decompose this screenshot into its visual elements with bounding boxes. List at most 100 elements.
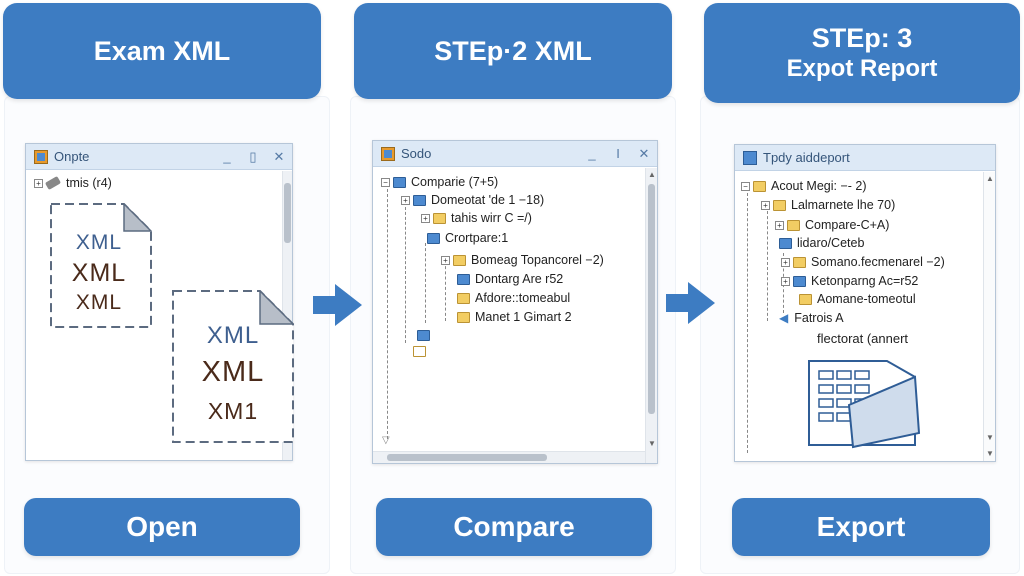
tree-item-label: tahis wirr C =/): [451, 211, 532, 225]
tree-connector: [387, 189, 388, 439]
folder-icon: [393, 176, 406, 188]
tree-item[interactable]: Crortpare:1: [427, 230, 508, 246]
tree-item[interactable]: Afdore::tomeabul: [457, 290, 570, 306]
folder-icon: [433, 212, 446, 224]
tree-item[interactable]: + Lalmarnete lhe 70): [761, 197, 895, 213]
arrow-left-icon: ◀: [779, 311, 789, 325]
expand-icon[interactable]: +: [761, 200, 770, 210]
scroll-up-icon[interactable]: ▲: [648, 170, 656, 179]
export-window-title: Tpdy aiddeport: [763, 150, 850, 165]
app-icon: [34, 149, 48, 164]
tree-item-label: lidaro/Ceteb: [797, 236, 865, 250]
tree-item[interactable]: Manet 1 Gimart 2: [457, 309, 572, 325]
close-button[interactable]: ✕: [638, 145, 650, 161]
tree-connector: [445, 261, 446, 321]
tree-item[interactable]: + Bomeag Topancorel −2): [441, 252, 604, 268]
tree-item-label: tmis (r4): [66, 176, 112, 190]
scrollbar-thumb[interactable]: [387, 454, 547, 461]
maximize-button[interactable]: I: [616, 145, 620, 161]
folder-icon: [773, 199, 786, 211]
tree-item[interactable]: lidaro/Ceteb: [779, 235, 864, 251]
step-3-header: STEp: 3 Expot Report: [704, 3, 1020, 103]
tree-item-label: Aomane-tomeotul: [817, 292, 916, 306]
scrollbar-thumb[interactable]: [284, 183, 291, 243]
expand-icon[interactable]: +: [781, 276, 790, 286]
xml-document-2: XML XML XM1: [172, 290, 294, 443]
folder-icon: [753, 180, 766, 192]
xml-line-1: XML: [206, 322, 260, 349]
folder-icon: [779, 237, 792, 249]
expand-icon[interactable]: +: [421, 213, 430, 223]
vertical-scrollbar[interactable]: ▲ ▼: [645, 168, 657, 463]
compare-window-titlebar: Sodo _ I ✕: [373, 141, 657, 167]
vertical-scrollbar[interactable]: ▲ ▼ ▼: [983, 172, 995, 461]
tree-item[interactable]: ◀ Fatrois A: [779, 310, 844, 326]
step-3-title-line-2: Expot Report: [786, 55, 938, 82]
xml-line-3: XM1: [207, 398, 259, 424]
expand-icon[interactable]: +: [401, 195, 410, 205]
expand-icon[interactable]: +: [775, 220, 784, 230]
expand-icon[interactable]: +: [441, 255, 450, 265]
tree-item[interactable]: Dontarg Are r52: [457, 271, 563, 287]
arrow-right-icon: [313, 284, 362, 326]
minimize-button[interactable]: _: [223, 148, 231, 164]
scroll-down-icon[interactable]: ▼: [648, 439, 656, 448]
tree-item[interactable]: + tmis (r4): [34, 175, 112, 191]
scroll-down-icon[interactable]: ▼: [986, 433, 994, 442]
tree-item[interactable]: + Somano.fecmenarel −2): [781, 254, 945, 270]
open-button[interactable]: Open: [24, 498, 300, 556]
export-window-titlebar: Tpdy aiddeport: [735, 145, 995, 171]
folder-icon: [793, 275, 806, 287]
minimize-button[interactable]: _: [588, 145, 596, 161]
close-button[interactable]: ✕: [273, 148, 285, 164]
scroll-up-icon[interactable]: ▲: [986, 174, 994, 183]
tree-item-label: Manet 1 Gimart 2: [475, 310, 572, 324]
expand-icon[interactable]: −: [741, 181, 750, 191]
tree-item[interactable]: + Domeotat 'de 1 −18): [401, 192, 544, 208]
tree-item[interactable]: flectorat (annert: [817, 330, 908, 346]
open-window-titlebar: Onpte _ ▯ ✕: [26, 144, 292, 170]
tree-item-label: Fatrois A: [794, 311, 844, 325]
scrollbar-thumb[interactable]: [648, 184, 655, 414]
tree-item[interactable]: − Comparie (7+5): [381, 174, 498, 190]
tree-item-label: Dontarg Are r52: [475, 272, 564, 286]
folder-icon: [417, 329, 430, 341]
tree-item-label: Lalmarnete lhe 70): [791, 198, 896, 212]
tree-connector: [405, 207, 406, 343]
tree-item-label: Domeotat 'de 1 −18): [431, 193, 545, 207]
expand-icon[interactable]: −: [381, 177, 390, 187]
compare-window: Sodo _ I ✕ − Comparie (7+5) + Domeotat '…: [372, 140, 658, 464]
tree-item-label: flectorat (annert: [817, 330, 909, 346]
export-window: Tpdy aiddeport − Acout Megi: −- 2) + Lal…: [734, 144, 996, 462]
tree-item[interactable]: + tahis wirr C =/): [421, 210, 532, 226]
scroll-down-icon[interactable]: ▼: [986, 449, 994, 458]
maximize-button[interactable]: ▯: [249, 148, 257, 164]
app-icon: [743, 150, 757, 165]
step-1-header: Exam XML: [3, 3, 321, 99]
expand-icon[interactable]: +: [34, 178, 43, 188]
folder-icon: [457, 292, 470, 304]
tree-item-label: Acout Megi: −- 2): [771, 179, 867, 193]
export-button[interactable]: Export: [732, 498, 990, 556]
tree-item-label: Bomeag Topancorel −2): [471, 253, 604, 267]
tree-item-label: Comparie (7+5): [411, 175, 499, 189]
tree-item-label: Somano.fecmenarel −2): [811, 255, 945, 269]
tree-end-icon: ▽: [382, 435, 390, 446]
tree-item[interactable]: Aomane-tomeotul: [799, 291, 916, 307]
tree-item[interactable]: [417, 327, 435, 343]
folder-icon: [787, 219, 800, 231]
arrow-right-icon: [666, 282, 715, 324]
xml-line-2: XML: [71, 259, 127, 287]
open-window-title: Onpte: [54, 149, 90, 164]
expand-icon[interactable]: +: [781, 257, 790, 267]
tree-item[interactable]: − Acout Megi: −- 2): [741, 178, 867, 194]
tree-item[interactable]: + Compare-C+A): [775, 217, 889, 233]
compare-button[interactable]: Compare: [376, 498, 652, 556]
horizontal-scrollbar[interactable]: [373, 451, 645, 463]
tree-item-label: Compare-C+A): [805, 218, 890, 232]
tree-item[interactable]: + Ketonparng Ac=r52: [781, 273, 918, 289]
folder-icon: [413, 345, 426, 357]
step-3-title-line-1: STEp: 3: [811, 23, 913, 53]
tree-item[interactable]: [413, 343, 431, 359]
document-icon: [50, 203, 152, 328]
